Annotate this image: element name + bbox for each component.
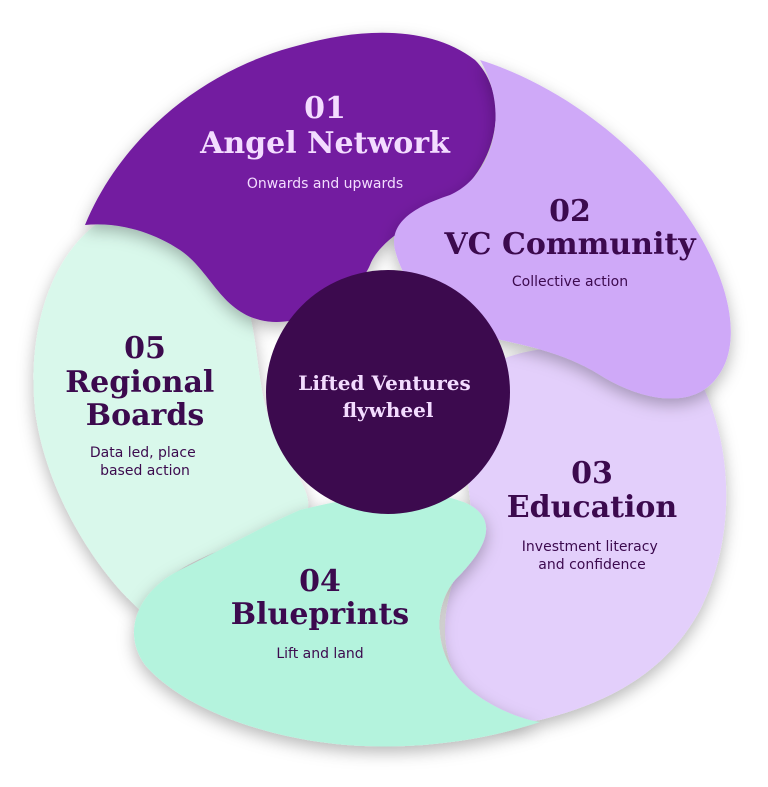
vc-community-title: VC Community — [443, 227, 697, 262]
segment-blueprints — [133, 493, 540, 747]
education-tagline-line-1: Investment literacy — [522, 539, 658, 555]
vc-community-number: 02 — [549, 194, 591, 229]
education-number: 03 — [571, 456, 613, 491]
blueprints-title: Blueprints — [231, 597, 409, 632]
regional-boards-title-line-1: Regional — [65, 365, 214, 400]
angel-network-tagline: Onwards and upwards — [247, 176, 403, 192]
education-title: Education — [507, 490, 678, 525]
regional-boards-title: Regional Boards — [65, 365, 225, 433]
angel-network-title: Angel Network — [199, 126, 451, 161]
segment-angel-network — [85, 32, 496, 322]
regional-boards-title-line-2: Boards — [86, 398, 204, 433]
regional-boards-number: 05 — [124, 331, 166, 366]
segment-education — [445, 347, 727, 722]
angel-network-number: 01 — [304, 91, 346, 126]
regional-boards-tagline-line-1: Data led, place — [90, 445, 196, 461]
regional-boards-tagline: Data led, place based action — [90, 445, 200, 479]
center-label: Lifted Ventures flywheel — [298, 371, 477, 422]
blueprints-number: 04 — [299, 564, 341, 599]
segment-regional-boards — [33, 220, 309, 610]
regional-boards-tagline-line-2: based action — [100, 463, 190, 479]
center-hub — [266, 270, 510, 514]
education-tagline: Investment literacy and confidence — [522, 539, 662, 573]
vc-community-tagline: Collective action — [512, 274, 628, 290]
blueprints-tagline: Lift and land — [276, 646, 363, 662]
center-label-line-1: Lifted Ventures — [298, 371, 470, 395]
center-label-line-2: flywheel — [343, 398, 434, 422]
education-tagline-line-2: and confidence — [538, 557, 645, 573]
